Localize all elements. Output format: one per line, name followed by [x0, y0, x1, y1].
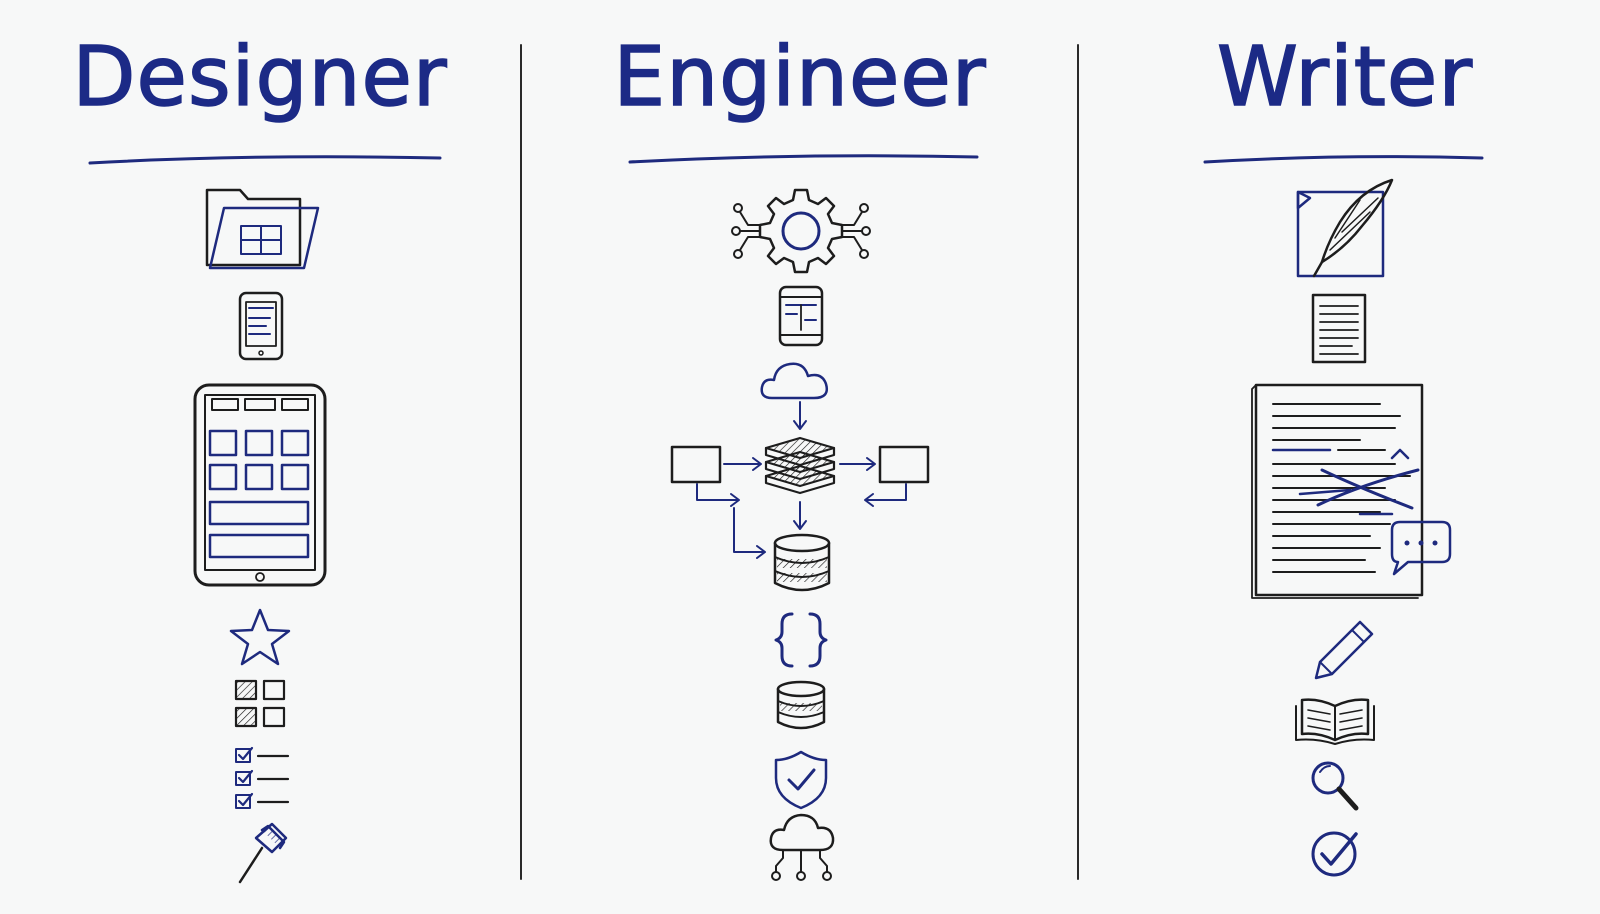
check-circle-icon: [1311, 831, 1358, 877]
database-icon: [773, 533, 831, 592]
server-box-right: [878, 445, 930, 484]
engineer-title-underline: [628, 154, 979, 164]
pushpin-icon: [238, 822, 288, 884]
engineer-title: Engineer: [613, 29, 987, 126]
database-icon: [776, 680, 826, 730]
writer-title-underline: [1203, 155, 1484, 164]
designer-title: Designer: [72, 29, 448, 126]
layers-stack-icon: [764, 436, 836, 495]
code-braces-icon: [774, 612, 828, 668]
column-divider-right: [1077, 44, 1079, 880]
checklist-icon: [235, 746, 290, 809]
open-book-icon: [1295, 698, 1375, 745]
gear-circuit-icon: [731, 188, 871, 274]
server-box-left: [670, 445, 722, 484]
tablet-layout-icon: [193, 383, 327, 587]
column-divider-left: [520, 44, 522, 880]
chat-bubble-icon: [1390, 520, 1452, 576]
mobile-wireframe-icon: [238, 291, 284, 361]
magnifier-icon: [1311, 761, 1359, 811]
mobile-wireframe-icon: [778, 285, 824, 347]
quill-document-icon: [1296, 178, 1394, 278]
grid-icon: [234, 679, 286, 728]
data-flow-arrows: [696, 401, 907, 559]
designer-title-underline: [88, 155, 442, 165]
cloud-network-icon: [769, 813, 835, 881]
star-icon: [229, 608, 291, 666]
cloud-icon: [760, 362, 828, 400]
edited-manuscript-icon: [1251, 383, 1424, 599]
pencil-icon: [1314, 620, 1374, 680]
shield-check-icon: [774, 750, 828, 810]
writer-title: Writer: [1216, 29, 1474, 126]
folder-icon: [205, 188, 320, 270]
document-icon: [1311, 293, 1367, 364]
